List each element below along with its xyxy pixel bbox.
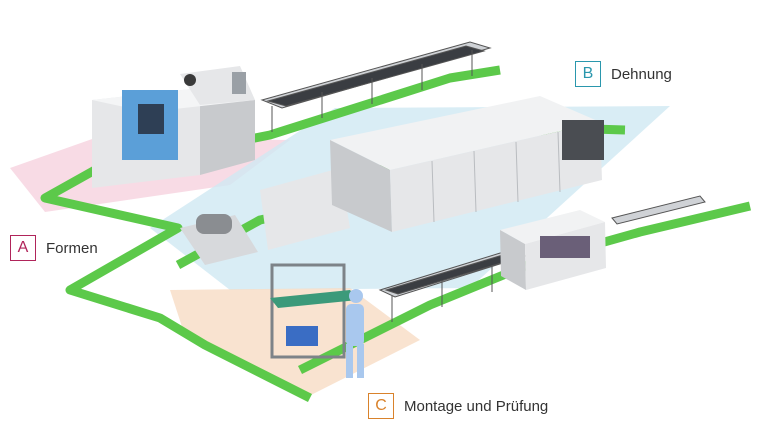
zone-c-label: C Montage und Prüfung [368,393,548,419]
zone-b-badge: B [575,61,601,87]
worker-figure [346,289,364,378]
zone-c-badge: C [368,393,394,419]
inspection-station [500,195,706,290]
injection-molding-machine [92,66,255,188]
stretching-oven-line [180,96,604,265]
upper-conveyor [260,41,492,132]
zone-a-badge: A [10,235,36,261]
zone-a-text: Formen [46,239,98,257]
zone-b-label: B Dehnung [575,61,672,87]
assembly-workbench [270,263,358,359]
zone-a-label: A Formen [10,235,98,261]
zone-b-text: Dehnung [611,65,672,83]
zone-c-text: Montage und Prüfung [404,397,549,415]
